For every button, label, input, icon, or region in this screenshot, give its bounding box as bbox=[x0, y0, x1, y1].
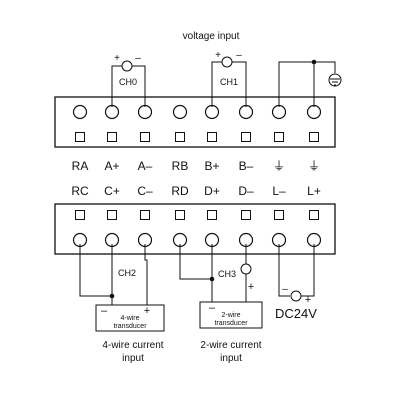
supply-source-icon bbox=[290, 290, 302, 302]
ch0-plus: + bbox=[114, 53, 120, 64]
ch1-label: CH1 bbox=[220, 77, 238, 87]
terminal-label-a-plus: A+ bbox=[104, 159, 119, 173]
ch2-junction-dot bbox=[109, 293, 115, 299]
ground-wiring bbox=[278, 61, 336, 107]
top-terminal-block bbox=[54, 96, 336, 148]
terminal-label-d-plus: D+ bbox=[204, 184, 220, 198]
terminal-label-d-minus: D– bbox=[238, 184, 254, 198]
ch3-ammeter-plus: + bbox=[248, 281, 254, 293]
ch3-ammeter-icon bbox=[240, 263, 252, 275]
top-terminal-screw-icon-3 bbox=[137, 104, 153, 120]
terminal-label-b-plus: B+ bbox=[204, 159, 219, 173]
transducer-4wire-box bbox=[95, 304, 165, 332]
bottom-terminal-marker-3 bbox=[140, 210, 150, 220]
caption-2wire-line2: input bbox=[220, 353, 242, 364]
dc24v-supply-wiring bbox=[278, 244, 315, 302]
top-terminal-marker-2 bbox=[107, 132, 117, 142]
ch2-label: CH2 bbox=[118, 268, 136, 278]
ch3-wire-rd bbox=[179, 244, 212, 280]
top-terminal-marker-6 bbox=[241, 132, 251, 142]
ground-wire-3 bbox=[314, 61, 336, 73]
top-terminal-labels: RA A+ A– RB B+ B– ⏚ ⏚ bbox=[72, 159, 320, 173]
ch2-wire-rc bbox=[79, 244, 112, 297]
transducer-4wire-line2: transducer bbox=[113, 323, 147, 330]
terminal-label-rc: RC bbox=[71, 184, 89, 198]
bottom-terminal-marker-7 bbox=[274, 210, 284, 220]
top-terminal-screw-icon-7 bbox=[271, 104, 287, 120]
ch3-label: CH3 bbox=[218, 269, 236, 279]
terminal-label-ground-2: ⏚ bbox=[308, 159, 320, 173]
supply-wire-l-plus bbox=[301, 244, 315, 297]
top-terminal-marker-1 bbox=[75, 132, 85, 142]
bottom-terminal-marker-1 bbox=[75, 210, 85, 220]
terminal-label-rd: RD bbox=[171, 184, 189, 198]
top-terminal-screw-icon-1 bbox=[72, 104, 88, 120]
ch0-label: CH0 bbox=[119, 77, 137, 87]
top-terminal-marker-5 bbox=[207, 132, 217, 142]
transducer-2wire-line2: transducer bbox=[214, 320, 248, 327]
ch2-4wire-wiring bbox=[79, 244, 165, 332]
transducer-2wire-box bbox=[199, 301, 263, 329]
terminal-label-c-minus: C– bbox=[137, 184, 153, 198]
ch0-wire bbox=[111, 65, 122, 107]
terminal-label-rb: RB bbox=[172, 159, 189, 173]
terminal-label-a-minus: A– bbox=[138, 159, 153, 173]
top-terminal-marker-8 bbox=[309, 132, 319, 142]
terminal-label-ra: RA bbox=[72, 159, 89, 173]
top-terminal-marker-3 bbox=[140, 132, 150, 142]
caption-4wire-line1: 4-wire current bbox=[102, 340, 163, 351]
ch0-source-icon bbox=[121, 60, 133, 72]
top-terminal-screw-icon-8 bbox=[306, 104, 322, 120]
ch1-voltage-wiring bbox=[211, 56, 247, 107]
bottom-terminal-marker-5 bbox=[207, 210, 217, 220]
supply-label: DC24V bbox=[275, 306, 317, 321]
top-block-frame bbox=[54, 96, 336, 148]
transducer-2wire-line1: 2-wire bbox=[221, 312, 240, 319]
top-terminal-screw-icon-2 bbox=[104, 104, 120, 120]
bottom-terminal-labels: RC C+ C– RD D+ D– L– L+ bbox=[71, 184, 321, 198]
top-terminal-screw-icon-5 bbox=[204, 104, 220, 120]
transducer-2wire-minus: – bbox=[209, 302, 216, 314]
terminal-label-ground-1: ⏚ bbox=[273, 159, 285, 173]
ch1-source-icon bbox=[221, 56, 233, 68]
top-terminal-marker-7 bbox=[274, 132, 284, 142]
ground-junction-dot bbox=[311, 59, 317, 65]
terminal-label-l-minus: L– bbox=[272, 184, 286, 198]
supply-wire-l-minus bbox=[278, 244, 290, 297]
ch0-wire-return bbox=[132, 65, 146, 107]
ch1-wire bbox=[211, 61, 222, 107]
ch0-minus: – bbox=[135, 53, 141, 64]
ch1-plus: + bbox=[215, 50, 221, 61]
terminal-label-b-minus: B– bbox=[239, 159, 254, 173]
top-terminal-screw-icon-4 bbox=[172, 104, 188, 120]
caption-2wire-line1: 2-wire current bbox=[200, 340, 261, 351]
transducer-4wire-plus: + bbox=[144, 305, 150, 317]
bottom-terminal-marker-4 bbox=[175, 210, 185, 220]
terminal-label-c-plus: C+ bbox=[104, 184, 120, 198]
ch3-junction-dot bbox=[209, 276, 215, 282]
top-terminal-screw-icon-6 bbox=[238, 104, 254, 120]
ch3-2wire-wiring bbox=[179, 244, 263, 329]
caption-4wire-line2: input bbox=[122, 353, 144, 364]
ground-wire-1 bbox=[278, 61, 314, 107]
bottom-terminal-marker-2 bbox=[107, 210, 117, 220]
top-terminal-marker-4 bbox=[175, 132, 185, 142]
ch0-voltage-wiring bbox=[111, 60, 146, 107]
bottom-block-frame bbox=[54, 203, 336, 255]
bottom-terminal-marker-8 bbox=[309, 210, 319, 220]
terminal-label-l-plus: L+ bbox=[307, 184, 321, 198]
diagram-title: voltage input bbox=[183, 31, 240, 42]
ground-icon bbox=[328, 73, 342, 87]
bottom-terminal-block bbox=[54, 203, 336, 255]
ch1-minus: – bbox=[236, 50, 242, 61]
supply-plus: + bbox=[305, 294, 311, 306]
bottom-terminal-marker-6 bbox=[241, 210, 251, 220]
supply-minus: – bbox=[282, 284, 288, 295]
ch1-wire-return bbox=[232, 61, 247, 107]
ch2-wire-c-minus bbox=[144, 244, 148, 305]
transducer-4wire-line1: 4-wire bbox=[120, 315, 139, 322]
transducer-4wire-minus: – bbox=[101, 305, 108, 317]
